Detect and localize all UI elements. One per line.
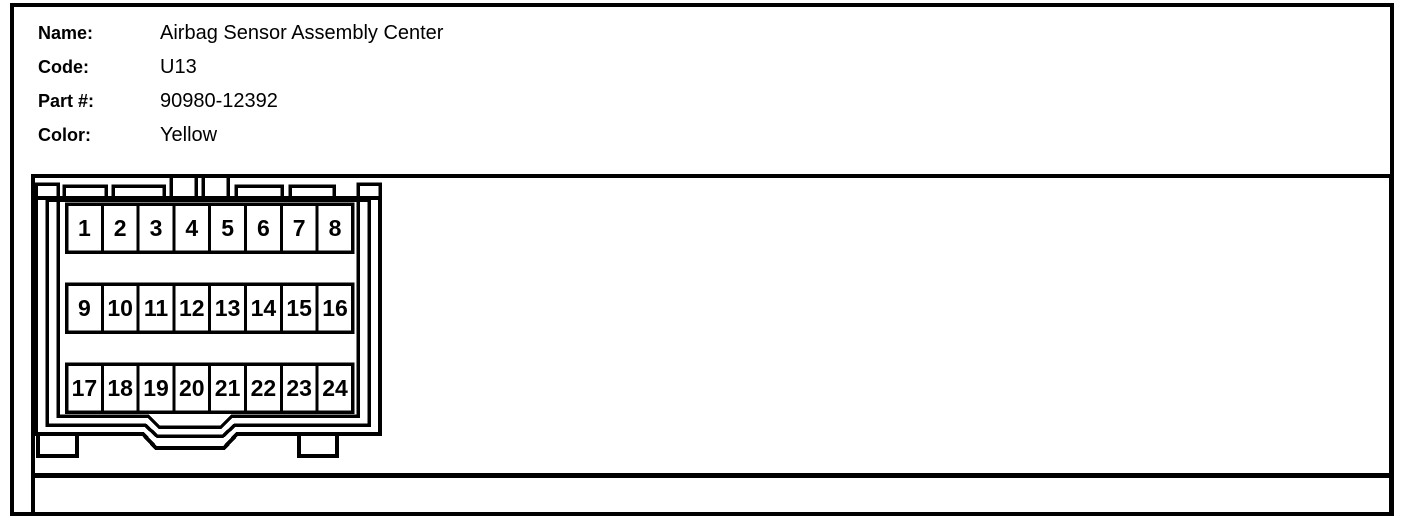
connector-info-header: Name: Airbag Sensor Assembly Center Code…: [38, 16, 443, 152]
field-part-number: Part #: 90980-12392: [38, 84, 443, 118]
connector-diagram-row: [35, 178, 1389, 478]
pin-number: 3: [150, 215, 163, 241]
pin-number: 16: [322, 295, 348, 321]
pin-number: 1: [78, 215, 91, 241]
field-part-number-value: 90980-12392: [160, 89, 278, 112]
field-color-value: Yellow: [160, 123, 218, 146]
pin-number: 19: [143, 375, 169, 401]
pin-number: 24: [322, 375, 348, 401]
pin-number: 4: [185, 215, 198, 241]
pin-number: 17: [72, 375, 98, 401]
pin-number: 21: [215, 375, 241, 401]
field-name-label: Name:: [38, 22, 94, 43]
pin-number: 7: [293, 215, 306, 241]
field-color-label: Color:: [38, 124, 91, 145]
pin-number: 23: [286, 375, 312, 401]
pin-number: 18: [107, 375, 133, 401]
field-color: Color: Yellow: [38, 118, 443, 152]
pin-number: 2: [114, 215, 127, 241]
field-code-label: Code:: [38, 56, 89, 77]
field-code: Code: U13: [38, 50, 443, 84]
pin-number: 6: [257, 215, 270, 241]
pin-number: 20: [179, 375, 205, 401]
field-name: Name: Airbag Sensor Assembly Center: [38, 16, 443, 50]
pin-number: 12: [179, 295, 205, 321]
pin-number: 13: [215, 295, 241, 321]
pin-number: 5: [221, 215, 234, 241]
pin-number: 10: [107, 295, 133, 321]
field-part-number-label: Part #:: [38, 90, 95, 111]
pin-number: 15: [286, 295, 312, 321]
pin-number: 22: [251, 375, 277, 401]
empty-notes-row: [35, 478, 1389, 512]
pin-number: 14: [251, 295, 277, 321]
field-code-value: U13: [160, 55, 197, 78]
pin-number: 9: [78, 295, 91, 321]
pin-number: 8: [329, 215, 342, 241]
field-name-value: Airbag Sensor Assembly Center: [160, 21, 444, 44]
pin-number: 11: [144, 295, 169, 321]
